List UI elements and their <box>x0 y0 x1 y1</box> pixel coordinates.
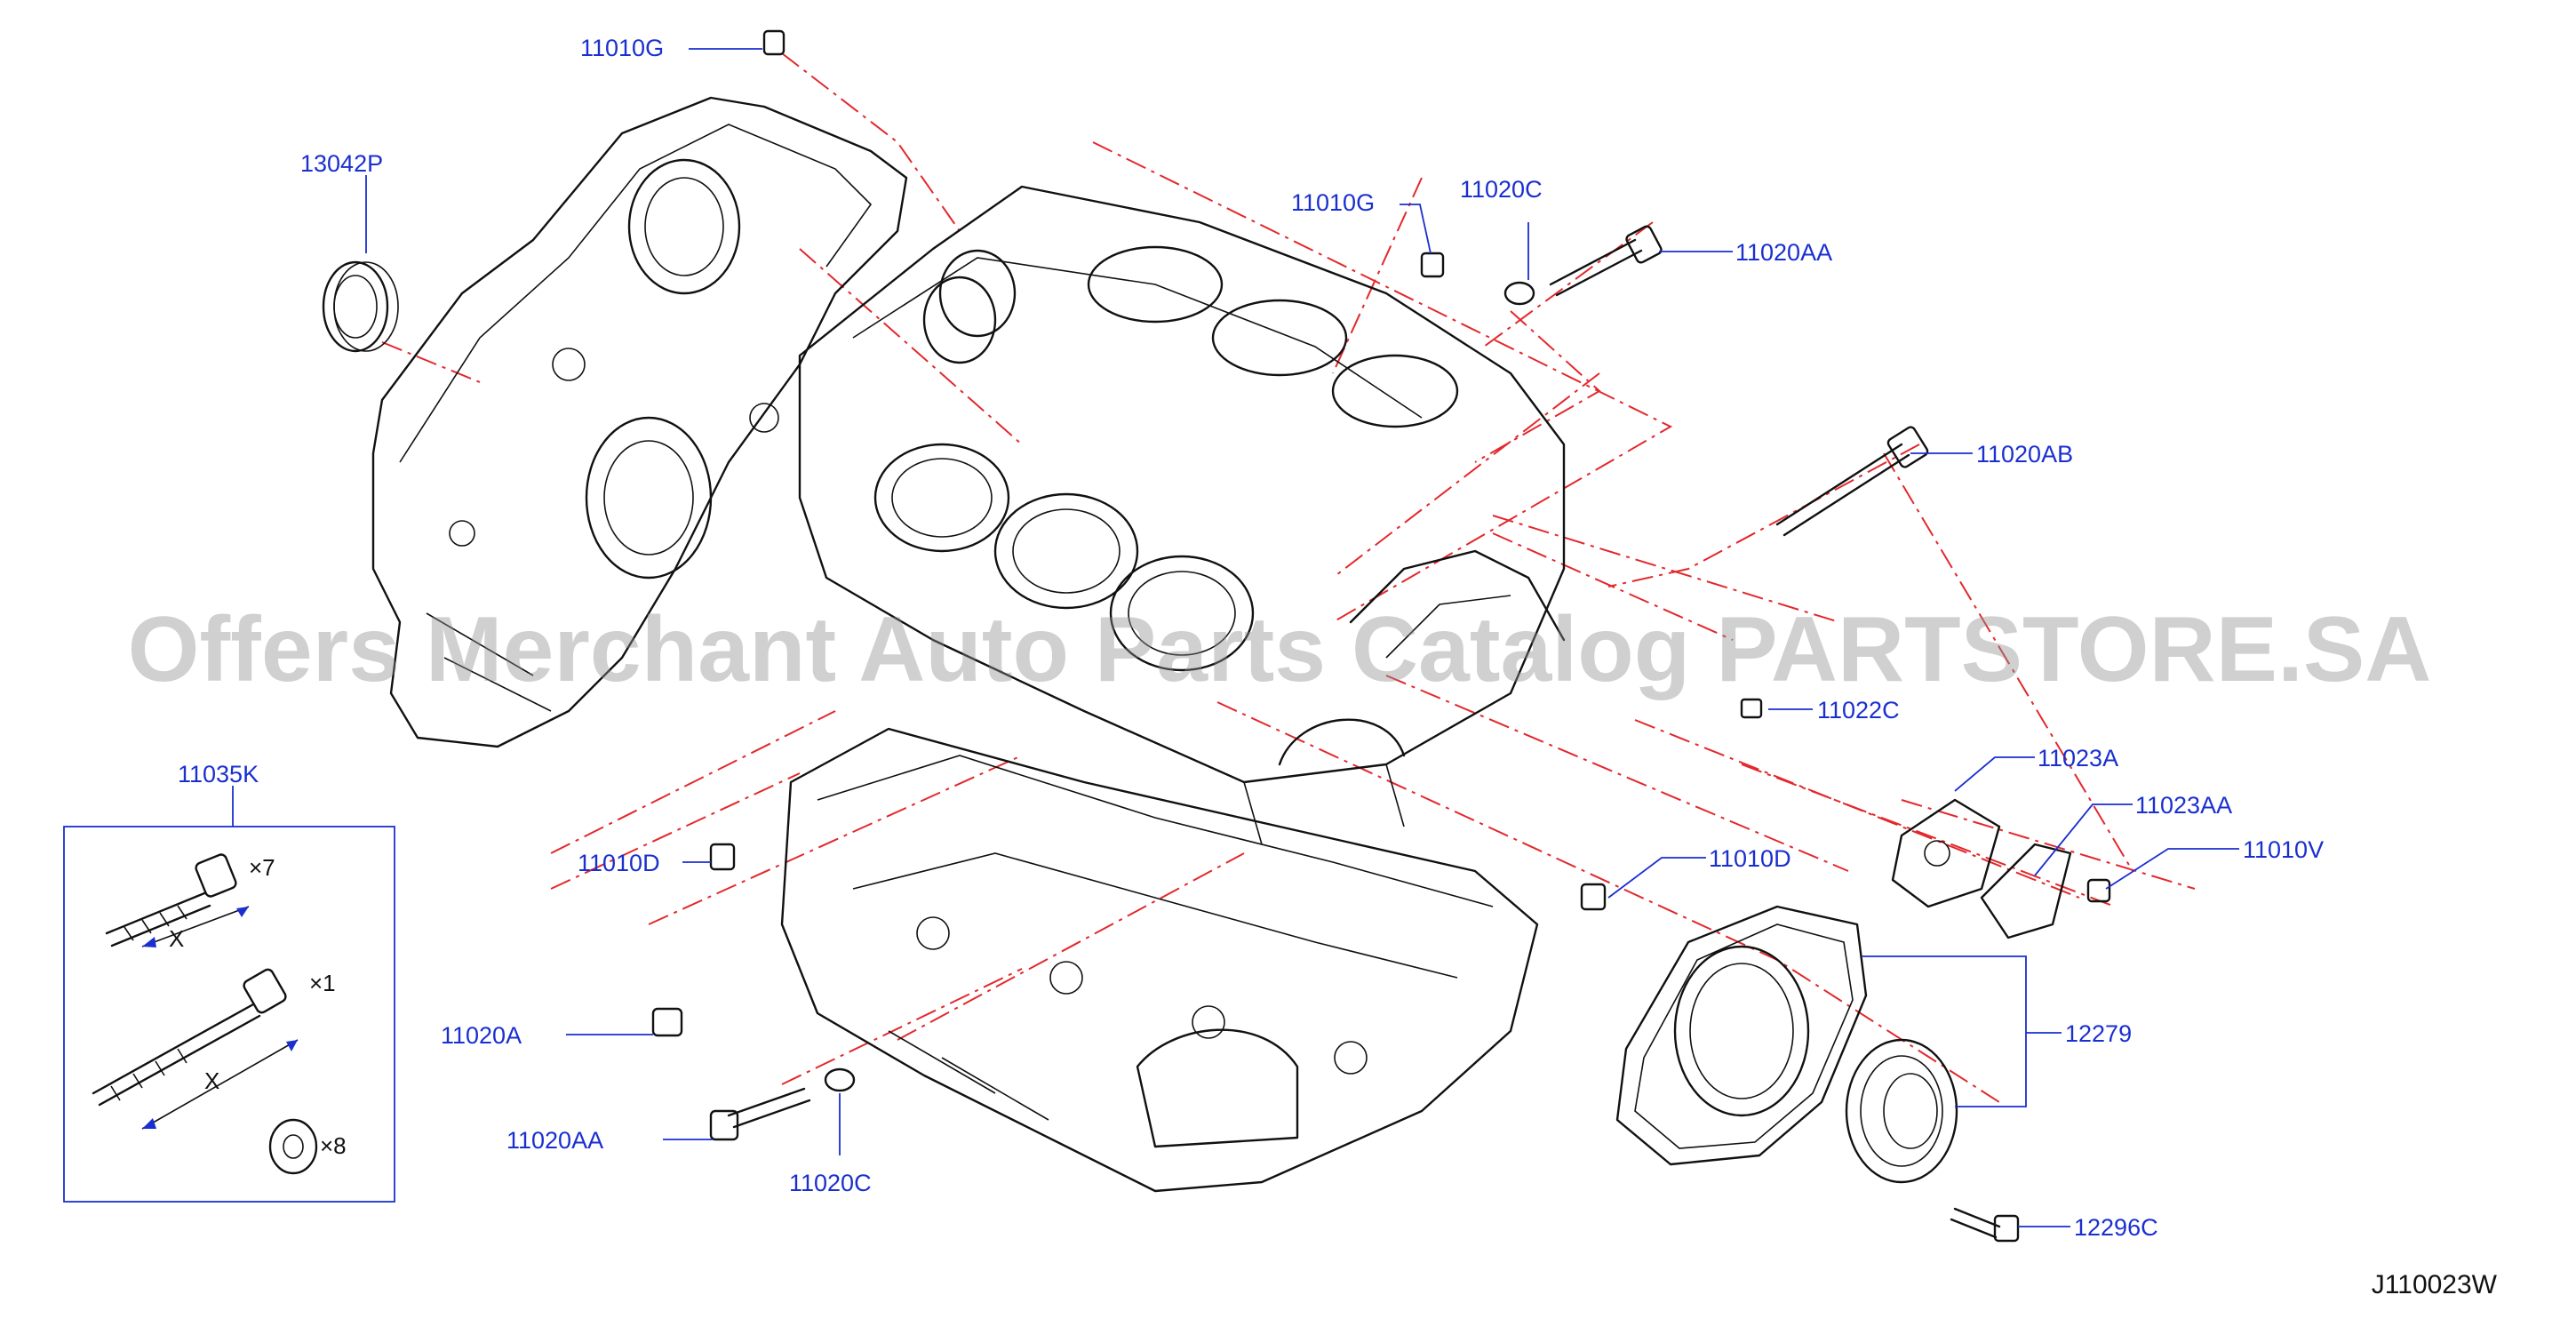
cover-plate-11023AA <box>1980 843 2072 939</box>
front-timing-cover <box>371 96 997 748</box>
label-12296C: 12296C <box>2074 1214 2158 1241</box>
part-labels: 11010G 13042P 11010G 11020C 11020AA 1102… <box>178 35 2324 1241</box>
small-hardware <box>651 29 2111 1243</box>
kit-dim-b: X <box>204 1067 219 1094</box>
kit-dim-a: X <box>169 925 184 952</box>
kit-qty-c: ×8 <box>320 1132 347 1159</box>
front-crank-seal <box>322 260 399 353</box>
kit-qty-b: ×1 <box>309 970 336 996</box>
cover-plate-11023A <box>1891 798 2001 908</box>
watermark: Offers Merchant Auto Parts Catalog PARTS… <box>128 598 2432 701</box>
cylinder-block-lower <box>780 727 1539 1193</box>
diagram-code: J110023W <box>2372 1270 2498 1299</box>
label-12279: 12279 <box>2065 1020 2132 1047</box>
label-11010D-left: 11010D <box>578 850 660 876</box>
label-11020A: 11020A <box>441 1022 522 1049</box>
rear-oil-seal <box>1845 1038 1958 1184</box>
label-11010G-mid: 11010G <box>1291 189 1375 216</box>
label-11023A: 11023A <box>2038 745 2118 771</box>
rear-seal-retainer <box>1615 905 1868 1166</box>
bolt-kit-box: ×7 ×1 ×8 X X <box>63 826 395 1203</box>
label-11010D-right: 11010D <box>1709 845 1791 872</box>
leader-lines <box>232 48 2239 1227</box>
label-11035K: 11035K <box>178 761 259 787</box>
label-11023AA: 11023AA <box>2135 792 2232 819</box>
kit-qty-a: ×7 <box>249 854 275 881</box>
label-11022C: 11022C <box>1817 697 1900 723</box>
label-11020C-top: 11020C <box>1460 176 1543 203</box>
label-11010G-top: 11010G <box>580 35 664 61</box>
label-11020AA-top: 11020AA <box>1735 239 1832 266</box>
label-11020AA-bottom: 11020AA <box>506 1127 603 1154</box>
label-11010V: 11010V <box>2243 836 2324 863</box>
label-13042P: 13042P <box>300 150 383 177</box>
label-11020AB: 11020AB <box>1976 441 2073 468</box>
cylinder-block-upper <box>798 185 1566 845</box>
label-11020C-bottom: 11020C <box>789 1170 872 1196</box>
